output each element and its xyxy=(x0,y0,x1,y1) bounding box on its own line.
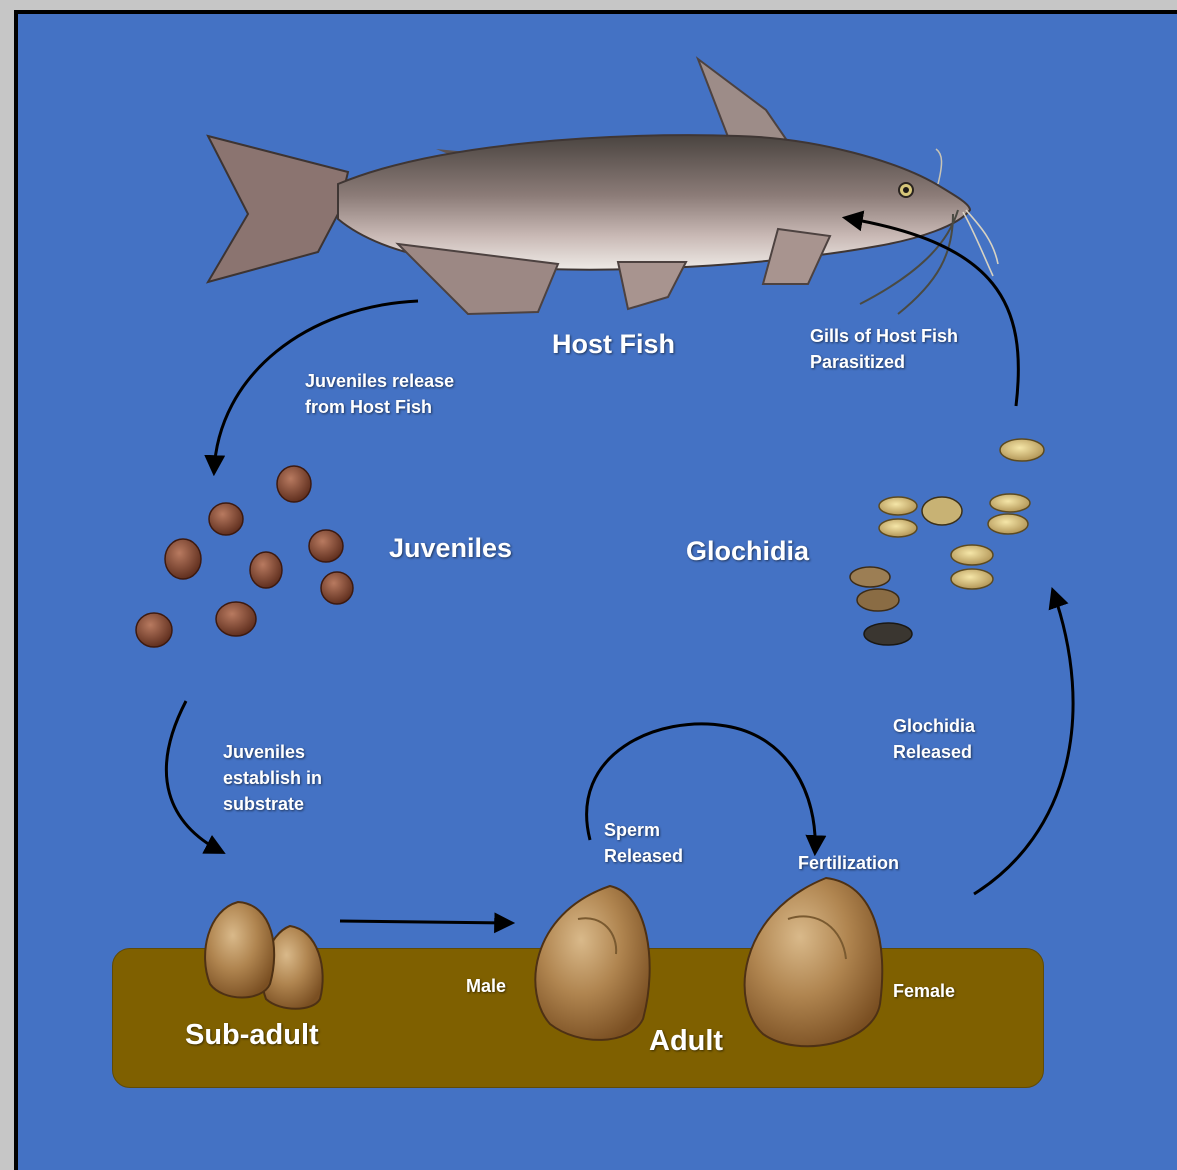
sub-adult-mussels-illustration xyxy=(205,902,323,1009)
adult-label: Adult xyxy=(649,1025,723,1058)
gills-parasitized-label: Gills of Host Fish Parasitized xyxy=(810,323,958,375)
diagram-frame: Host Fish Juveniles Glochidia Sub-adult … xyxy=(14,10,1177,1170)
glochidia-illustration xyxy=(850,439,1044,645)
glochidia-released-label: Glochidia Released xyxy=(893,713,975,765)
illustration-layer xyxy=(18,14,1177,1170)
juveniles-establish-label: Juveniles establish in substrate xyxy=(223,739,322,817)
juveniles-illustration xyxy=(136,466,353,647)
arrow-juveniles-to-sub-adult xyxy=(166,701,222,852)
host-fish-label: Host Fish xyxy=(552,329,675,360)
diagram-canvas: Host Fish Juveniles Glochidia Sub-adult … xyxy=(18,14,1177,1170)
juveniles-release-label: Juveniles release from Host Fish xyxy=(305,368,454,420)
arrow-sub-adult-to-adult xyxy=(340,921,511,923)
male-mussel-illustration xyxy=(535,886,649,1040)
catfish-illustration xyxy=(208,59,998,314)
juveniles-label: Juveniles xyxy=(389,533,512,564)
sperm-released-label: Sperm Released xyxy=(604,817,683,869)
glochidia-label: Glochidia xyxy=(686,536,809,567)
male-label: Male xyxy=(466,973,506,999)
fertilization-label: Fertilization xyxy=(798,850,899,876)
female-mussel-illustration xyxy=(745,878,883,1046)
female-label: Female xyxy=(893,978,955,1004)
sub-adult-label: Sub-adult xyxy=(185,1019,319,1052)
arrow-female-to-glochidia xyxy=(974,591,1073,894)
